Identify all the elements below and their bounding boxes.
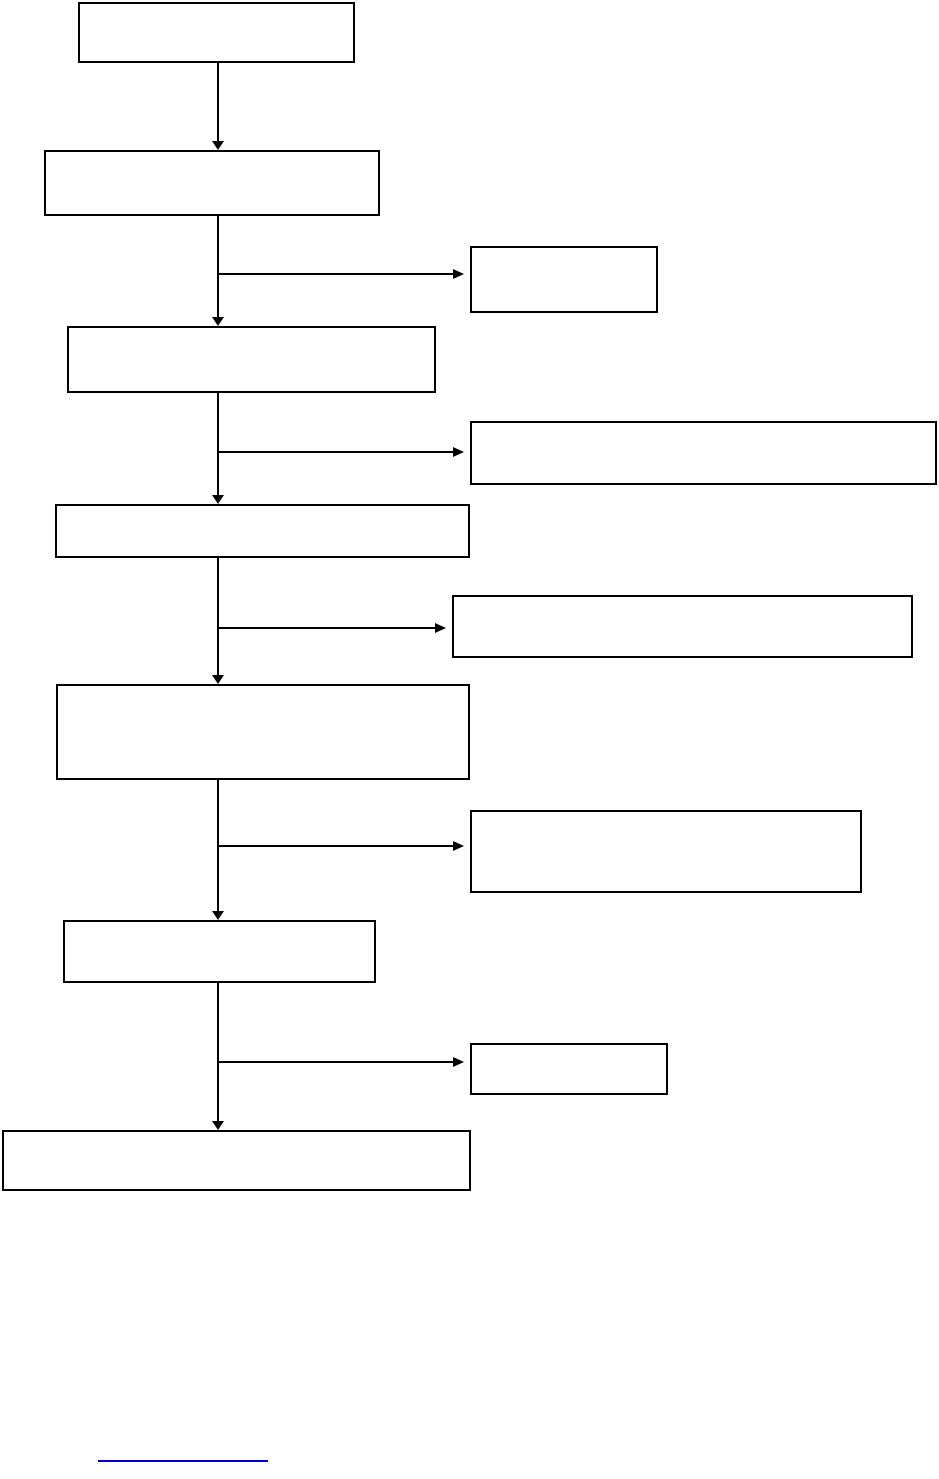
side-box-4[interactable]: [470, 810, 862, 893]
process-box-1[interactable]: [78, 2, 355, 63]
side-box-1[interactable]: [470, 246, 658, 313]
side-box-3[interactable]: [452, 595, 913, 658]
process-box-3[interactable]: [67, 326, 436, 393]
process-box-4[interactable]: [55, 504, 470, 558]
process-box-7[interactable]: [2, 1130, 471, 1191]
process-box-6[interactable]: [63, 920, 376, 983]
process-box-2[interactable]: [44, 150, 380, 216]
side-box-5[interactable]: [470, 1043, 668, 1095]
process-box-5[interactable]: [56, 684, 470, 780]
footnote-hyperlink[interactable]: [98, 1460, 268, 1462]
side-box-2[interactable]: [470, 421, 937, 485]
